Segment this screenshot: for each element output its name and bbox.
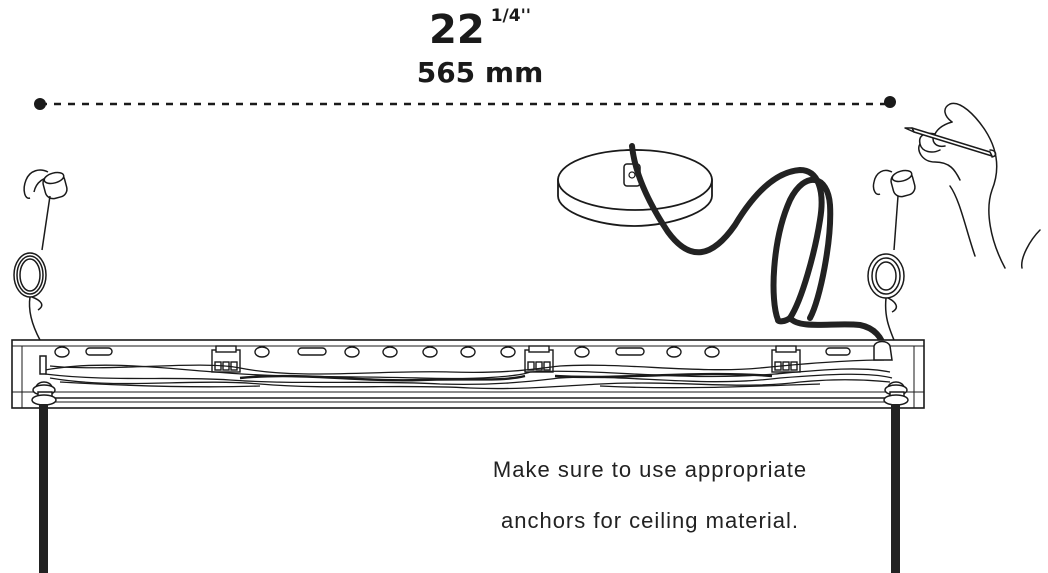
terminal-block-center (524, 345, 554, 373)
suspension-rods (39, 404, 900, 573)
wiring-heavy (239, 372, 773, 382)
dimension-inches-value: 22 (429, 7, 485, 53)
internal-wiring (44, 359, 893, 390)
dimension-endpoint-left (34, 98, 46, 110)
cable-anchor-left (13, 169, 68, 341)
dimension-metric: 565 mm (416, 56, 544, 89)
power-cable-coil (629, 143, 887, 351)
mounting-holes (54, 346, 851, 358)
dimension-line (34, 96, 896, 110)
terminal-block-left (211, 345, 241, 373)
terminal-block-right (771, 345, 801, 373)
instruction-note-line1: Make sure to use appropriate (492, 457, 808, 482)
end-connector-right (873, 340, 909, 406)
dimension-fraction-value: 1/4 (490, 6, 521, 26)
hand-pencil-icon (904, 102, 1041, 269)
end-connector-left (31, 355, 57, 406)
instruction-note-line2: anchors for ceiling material. (500, 508, 799, 533)
dimension-inch-mark: '' (520, 6, 531, 26)
cable-anchor-right (867, 169, 916, 346)
dimension-endpoint-right (884, 96, 896, 108)
dimension-fraction: 1/4'' (491, 6, 531, 26)
